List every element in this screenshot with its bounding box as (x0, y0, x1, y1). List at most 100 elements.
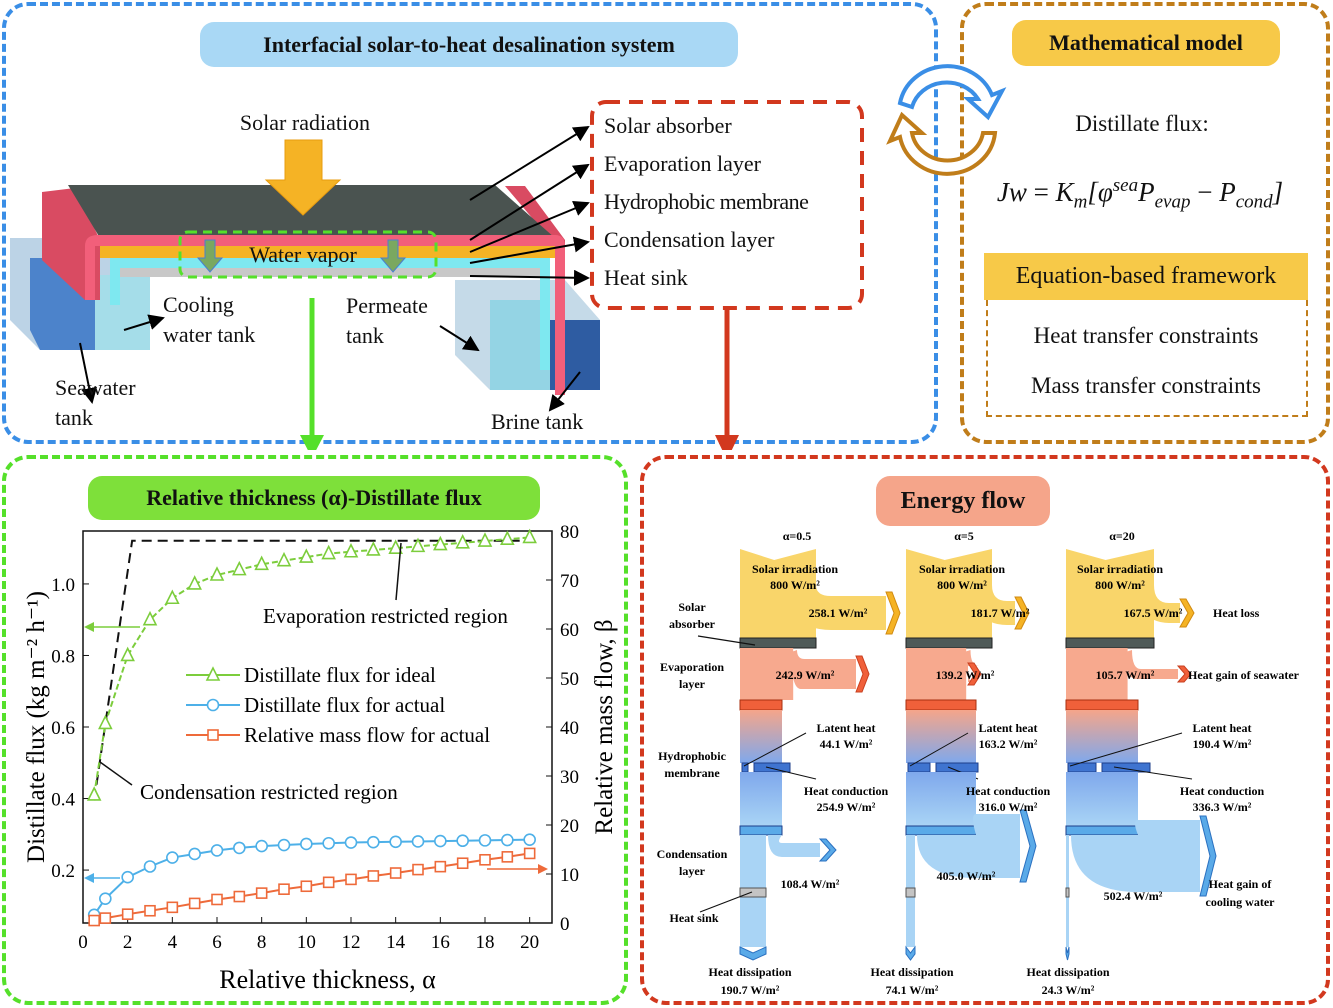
conduction-label: Heat conduction (804, 784, 889, 798)
conduction-label: Heat conduction (1180, 784, 1265, 798)
conduction-bar (753, 762, 791, 773)
data-point (255, 887, 268, 899)
x-tick-label: 2 (123, 932, 133, 953)
annotation-condensation: Condensation restricted region (140, 780, 398, 804)
data-point (99, 912, 112, 924)
brine-tank-label: Brine tank (491, 409, 584, 434)
data-point (412, 863, 424, 876)
constraints-box (986, 300, 1308, 417)
dissipation-value: 190.7 W/m² (721, 983, 780, 997)
dissipation-label: Heat dissipation (1026, 965, 1109, 979)
condensation-layer-bar (905, 825, 977, 836)
heat-sink-bar (739, 887, 767, 898)
conduction-bar (1101, 762, 1151, 773)
energy-left-labels: Solar absorber Evaporation layer Hydroph… (657, 600, 1300, 925)
cooling-tank-label-2: water tank (163, 322, 256, 347)
annotation-pointer (395, 542, 402, 601)
eq-minus: − (1197, 177, 1213, 207)
data-point (188, 897, 201, 910)
data-point (322, 836, 335, 850)
solar-irradiation-label: Solar irradiation (752, 562, 838, 576)
data-point (523, 847, 536, 860)
water-vapor-label: Water vapor (249, 242, 357, 267)
y2-tick-label: 0 (560, 914, 570, 935)
data-point (211, 893, 223, 906)
latent-pointer (743, 732, 807, 767)
absorber-label: Solar (678, 600, 706, 614)
data-point (455, 534, 470, 549)
dissipation-value: 74.1 W/m² (886, 983, 939, 997)
latent-pointer (1069, 732, 1183, 767)
seawater-gain-label: Heat gain of seawater (1188, 668, 1300, 682)
y2-tick-label: 20 (560, 816, 579, 837)
solar-flow (1066, 549, 1154, 638)
y-tick-label: 0.2 (51, 861, 75, 882)
permeate-tank-label-1: Permeate (346, 293, 428, 318)
y-axis-label: Distillate flux (kg m⁻² h⁻¹) (23, 591, 50, 863)
latent-heat-bar (907, 762, 931, 773)
cooling-gain-arrow (1199, 815, 1217, 897)
membrane-label: Hydrophobic (658, 749, 726, 763)
y-tick-label: 0.8 (51, 646, 75, 667)
solar-absorber-bar (905, 637, 993, 649)
y2-tick-label: 30 (560, 767, 579, 788)
vapor-arrow-icon (379, 239, 407, 273)
x-tick-label: 0 (78, 932, 88, 953)
layer-pointer-lines (79, 125, 590, 412)
cooling-gain-label: cooling water (1206, 895, 1276, 909)
solar-flow (906, 549, 992, 638)
data-point (456, 834, 469, 848)
data-point (233, 890, 246, 903)
seawater-gain-flow (791, 650, 856, 689)
heat-sink-label: Heat sink (669, 911, 718, 925)
permeate-tank-label-2: tank (346, 323, 384, 348)
y-tick-label: 1.0 (51, 575, 75, 596)
cooling-gain-flow (1071, 820, 1200, 892)
data-point (88, 914, 100, 927)
solar-radiation-label: Solar radiation (239, 110, 371, 135)
y-tick-label: 0.6 (51, 718, 75, 739)
cooling-gain-label: Heat gain of (1209, 877, 1273, 891)
x-tick-label: 14 (386, 932, 406, 953)
solar-absorber-bar (739, 637, 817, 649)
data-point (144, 904, 156, 917)
legend-marker (206, 698, 220, 712)
evaporation-label: Evaporation (660, 660, 724, 674)
cooling-gain-value: 405.0 W/m² (937, 869, 996, 883)
series-line (93, 536, 530, 796)
eq-equals: = (1033, 177, 1049, 207)
conduction-value: 336.3 W/m² (1193, 800, 1252, 814)
seawater-gain-flow (1125, 650, 1178, 679)
chart-panel (2, 455, 628, 1005)
data-point (411, 835, 425, 848)
legend-marker (205, 666, 221, 681)
data-point (478, 834, 492, 847)
evaporation-flow (906, 648, 967, 700)
y-tick-label: 0.4 (51, 790, 75, 811)
data-point (434, 834, 447, 848)
data-point (254, 555, 269, 571)
data-point (344, 836, 358, 849)
dissipation-arrow (905, 945, 916, 961)
cooling-gain-flow (917, 814, 1020, 878)
data-point (99, 892, 112, 905)
membrane-label: membrane (664, 766, 720, 780)
x-axis-label: Relative thickness, α (219, 965, 436, 994)
heat-loss-value: 167.5 W/m² (1124, 606, 1183, 620)
layer-label-membrane: Hydrophobic membrane (604, 189, 809, 214)
y2-tick-label: 10 (560, 865, 579, 886)
x-tick-label: 6 (212, 932, 222, 953)
data-point (188, 847, 201, 861)
data-point (343, 542, 359, 558)
data-point (367, 870, 380, 882)
heat-loss-value: 181.7 W/m² (971, 606, 1030, 620)
y2-tick-label: 70 (560, 571, 579, 592)
framework-title: Equation-based framework (984, 253, 1308, 300)
data-point (120, 646, 135, 662)
data-point (322, 876, 335, 889)
data-point (233, 841, 246, 855)
annotation-pointer (99, 761, 133, 786)
eq-p-cond: P (1219, 177, 1236, 207)
solar-absorber-slab (68, 185, 555, 238)
data-point (166, 851, 179, 864)
